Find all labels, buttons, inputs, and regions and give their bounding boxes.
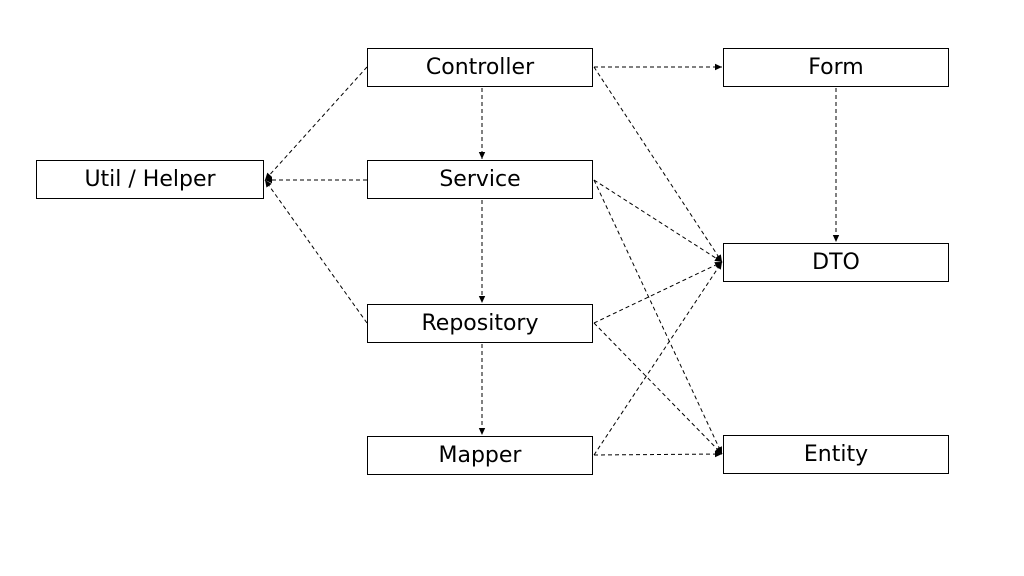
edge-mapper-to-entity-arrowhead	[714, 450, 722, 458]
node-controller-label: Controller	[425, 55, 535, 80]
edge-repository-to-util-helper	[264, 179, 368, 324]
edge-controller-to-service-arrowhead	[478, 152, 486, 159]
node-form: Form	[723, 48, 949, 87]
edge-service-to-entity	[593, 179, 723, 455]
node-util-helper-label: Util / Helper	[84, 167, 216, 192]
node-controller: Controller	[367, 48, 593, 87]
node-util-helper: Util / Helper	[36, 160, 264, 199]
edge-controller-to-util-helper-arrowhead	[265, 172, 273, 180]
node-mapper: Mapper	[367, 436, 593, 475]
edge-repository-to-entity	[593, 322, 723, 455]
edge-service-to-repository-arrowhead	[478, 296, 486, 303]
edge-mapper-to-dto-arrowhead	[715, 262, 722, 270]
node-service-label: Service	[439, 167, 521, 192]
node-entity-label: Entity	[803, 442, 869, 467]
edge-service-to-dto	[593, 179, 723, 263]
edge-repository-to-entity-arrowhead	[714, 446, 722, 454]
edge-service-to-util-helper-arrowhead	[265, 176, 272, 184]
edge-mapper-to-entity	[593, 453, 723, 456]
node-repository-label: Repository	[421, 311, 539, 336]
edge-repository-to-mapper-arrowhead	[478, 428, 486, 435]
edge-repository-to-util-helper-arrowhead	[265, 180, 272, 188]
node-repository: Repository	[367, 304, 593, 343]
node-mapper-label: Mapper	[438, 443, 522, 468]
edge-controller-to-form-arrowhead	[715, 63, 722, 71]
node-service: Service	[367, 160, 593, 199]
edge-repository-to-dto	[593, 261, 723, 324]
edge-form-to-dto-arrowhead	[832, 235, 840, 242]
edge-controller-to-util-helper	[264, 66, 368, 181]
node-dto: DTO	[723, 243, 949, 282]
edge-mapper-to-dto	[593, 261, 723, 456]
edge-service-to-dto-arrowhead	[714, 255, 722, 262]
node-dto-label: DTO	[812, 250, 860, 275]
node-form-label: Form	[808, 55, 864, 80]
node-entity: Entity	[723, 435, 949, 474]
edge-controller-to-dto	[593, 66, 723, 263]
